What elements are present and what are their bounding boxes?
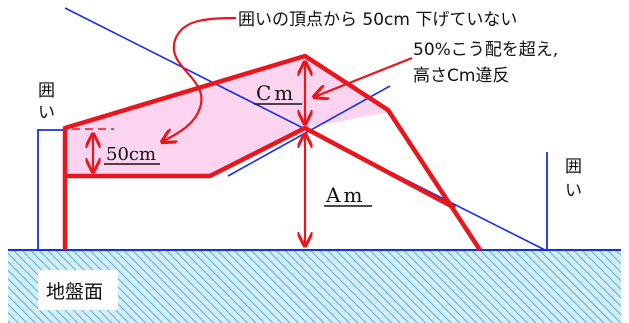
dim-50cm-label: 50cm [106, 144, 156, 165]
callout-arrow-slope [314, 56, 413, 97]
fence-left-label: 囲 い [38, 81, 60, 123]
ground-label: 地盤面 [46, 281, 103, 303]
note-top: 囲いの頂点から 50cm 下げていない [238, 10, 517, 30]
dim-a-label: Am [325, 183, 365, 207]
snow-outline-outer [62, 53, 482, 252]
fence-right-label-char1: 囲 [565, 157, 582, 177]
ground-label-box [38, 270, 118, 310]
fence-left-label-char2: い [38, 103, 55, 123]
fence-right-label: 囲 い [565, 157, 587, 201]
note-slope-line2: 高さCm違反 [413, 66, 509, 86]
fence-left-label-char1: 囲 [38, 81, 55, 101]
snow-outline-inner [65, 125, 457, 210]
callout-arrow-top [162, 16, 237, 142]
fence-left-post [37, 129, 65, 250]
dim-c-label: Cm [256, 81, 296, 105]
note-slope-line1: 50%こう配を超え, [413, 40, 558, 60]
fence-right-label-char2: い [565, 181, 582, 201]
